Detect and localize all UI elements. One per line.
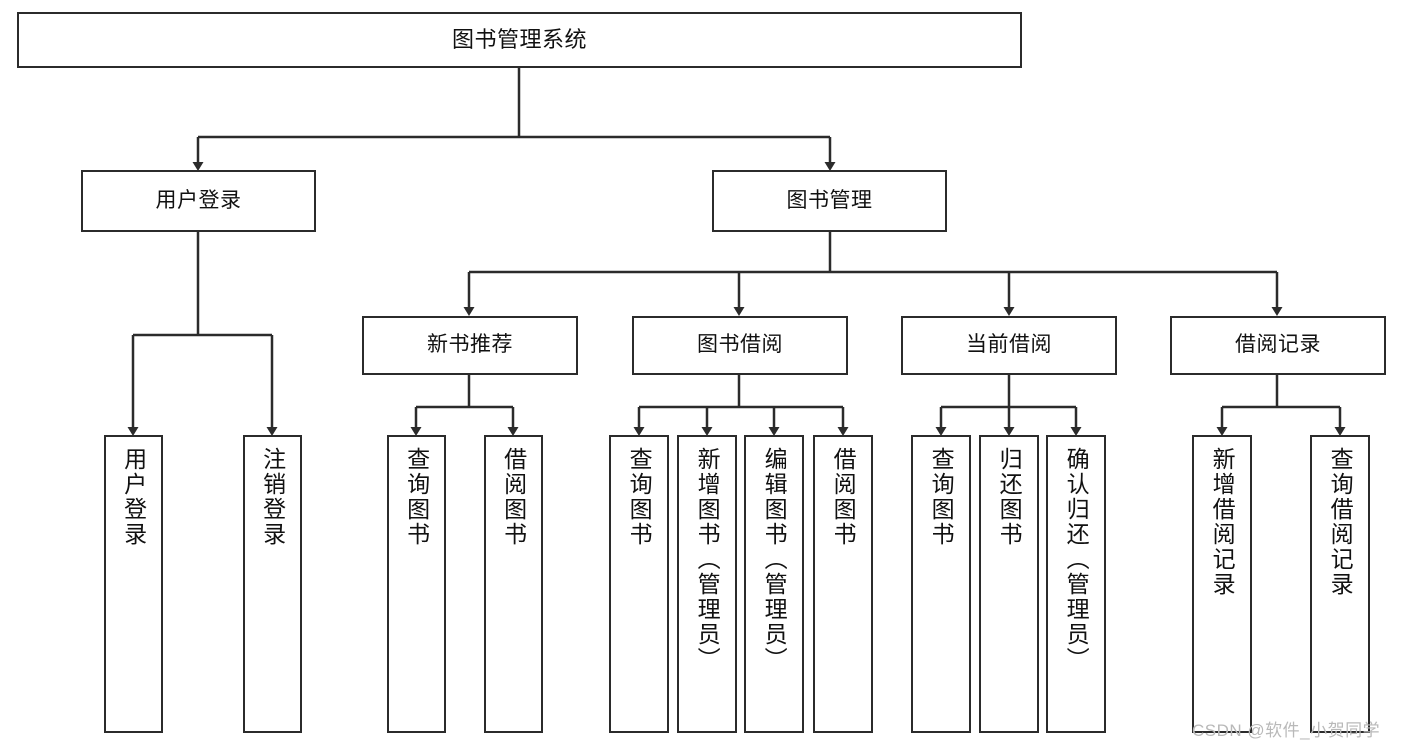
node-label: 新增借阅记录	[1209, 447, 1236, 597]
watermark-text: CSDN @软件_小贺同学	[1192, 721, 1381, 740]
node-label: 注销登录	[259, 447, 286, 547]
node-borrowing-records[interactable]: 借阅记录	[1170, 316, 1386, 375]
node-label: 借阅图书	[830, 447, 857, 547]
node-label: 确认归还（管理员）	[1063, 447, 1090, 672]
node-new-book-recommendation[interactable]: 新书推荐	[362, 316, 578, 375]
node-label: 查询借阅记录	[1327, 447, 1354, 597]
node-label: 当前借阅	[966, 333, 1052, 357]
leaf-query-book-current[interactable]: 查询图书	[911, 435, 971, 733]
node-label: 查询图书	[626, 447, 653, 547]
node-label: 查询图书	[403, 447, 430, 547]
node-current-borrowing[interactable]: 当前借阅	[901, 316, 1117, 375]
leaf-logout[interactable]: 注销登录	[243, 435, 302, 733]
node-user-login[interactable]: 用户登录	[81, 170, 316, 232]
leaf-add-borrow-record[interactable]: 新增借阅记录	[1192, 435, 1252, 733]
leaf-edit-book-admin[interactable]: 编辑图书（管理员）	[744, 435, 804, 733]
node-label: 归还图书	[996, 447, 1023, 547]
node-label: 用户登录	[155, 188, 242, 212]
node-label: 借阅图书	[500, 447, 527, 547]
node-label: 图书管理系统	[451, 27, 587, 53]
leaf-borrow-book-recommendation[interactable]: 借阅图书	[484, 435, 543, 733]
node-book-borrowing[interactable]: 图书借阅	[632, 316, 848, 375]
leaf-borrow-book-borrowing[interactable]: 借阅图书	[813, 435, 873, 733]
node-label: 查询图书	[928, 447, 955, 547]
node-label: 新书推荐	[427, 333, 513, 357]
leaf-add-book-admin[interactable]: 新增图书（管理员）	[677, 435, 737, 733]
node-root-system[interactable]: 图书管理系统	[17, 12, 1022, 68]
node-label: 借阅记录	[1235, 333, 1321, 357]
node-label: 编辑图书（管理员）	[761, 447, 788, 672]
node-label: 新增图书（管理员）	[694, 447, 721, 672]
node-label: 图书借阅	[697, 333, 783, 357]
leaf-query-book-recommendation[interactable]: 查询图书	[387, 435, 446, 733]
leaf-user-login[interactable]: 用户登录	[104, 435, 163, 733]
node-label: 图书管理	[786, 188, 873, 212]
node-book-management[interactable]: 图书管理	[712, 170, 947, 232]
leaf-query-book-borrowing[interactable]: 查询图书	[609, 435, 669, 733]
node-label: 用户登录	[120, 447, 147, 547]
leaf-return-book[interactable]: 归还图书	[979, 435, 1039, 733]
leaf-confirm-return-admin[interactable]: 确认归还（管理员）	[1046, 435, 1106, 733]
leaf-query-borrow-record[interactable]: 查询借阅记录	[1310, 435, 1370, 733]
